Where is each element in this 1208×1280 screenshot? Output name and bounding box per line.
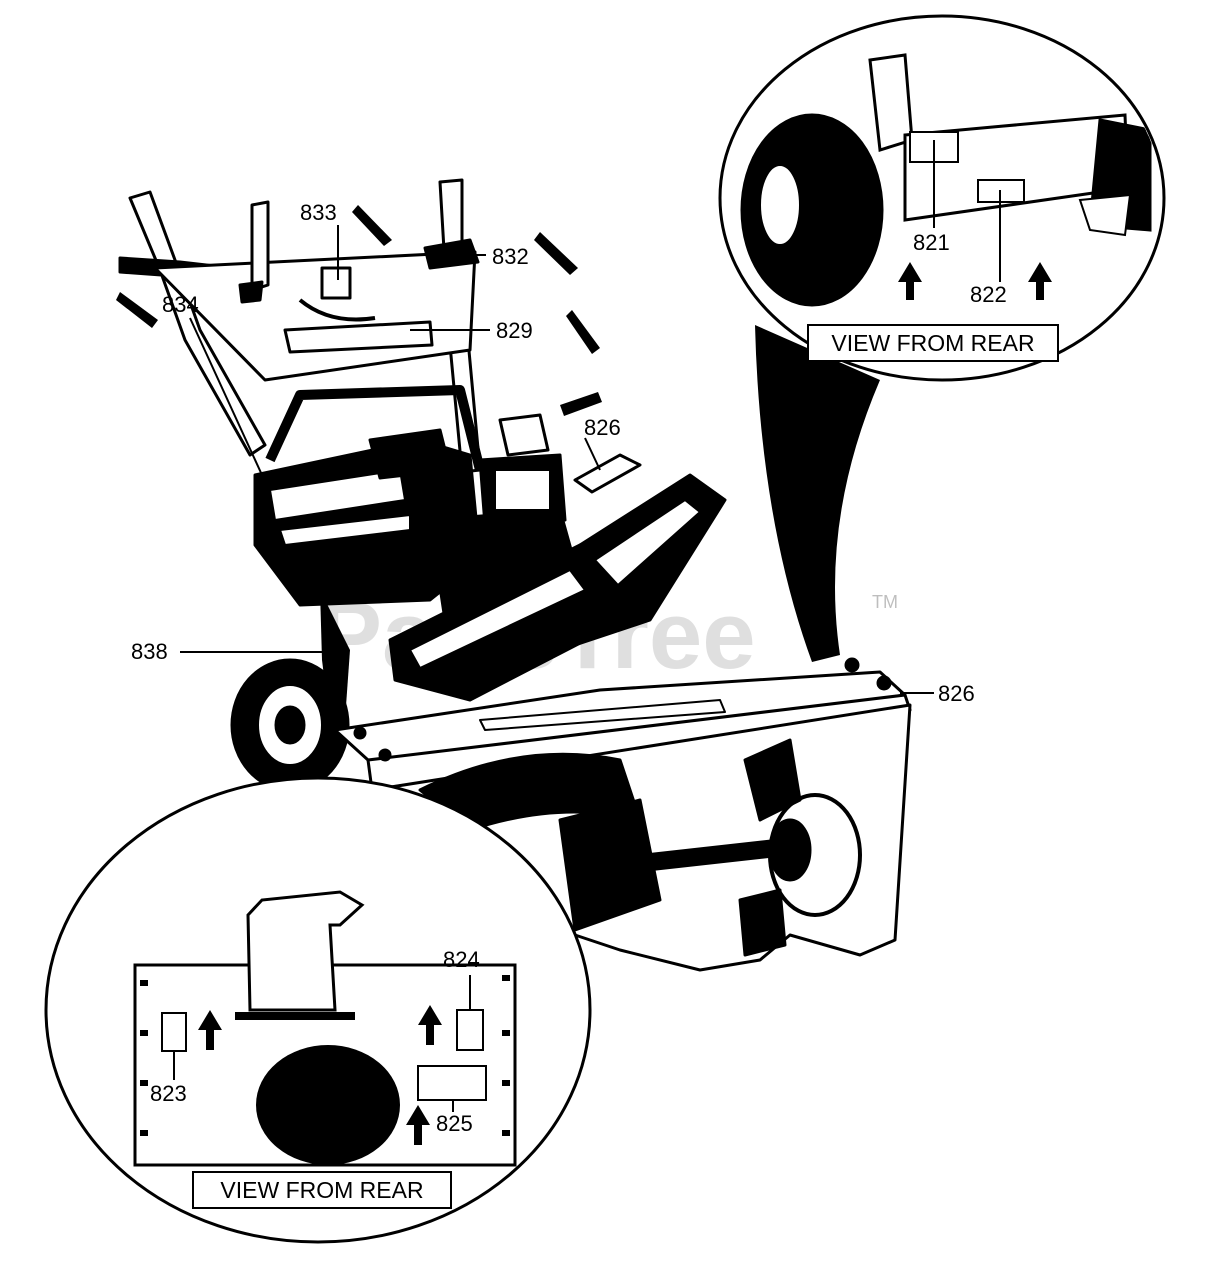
decal-825 — [417, 1065, 487, 1101]
callout-832: 832 — [492, 244, 529, 269]
inset-bottom-arrow-1 — [198, 1010, 222, 1050]
inset-view-from-rear-bottom: VIEW FROM REAR — [44, 776, 592, 1244]
callout-838: 838 — [131, 639, 168, 664]
inset-bottom-chute — [246, 890, 365, 1012]
frame-side — [320, 590, 350, 725]
callout-821: 821 — [913, 230, 950, 255]
control-panel — [153, 200, 480, 382]
callout-826-right: 826 — [938, 681, 975, 706]
inset-bottom-caption-box — [192, 1171, 452, 1209]
inset-bottom-caption: VIEW FROM REAR — [220, 1177, 423, 1203]
inset-bottom-arrow-2 — [418, 1005, 442, 1045]
callout-826-top: 826 — [584, 415, 621, 440]
callout-823: 823 — [150, 1081, 187, 1106]
callout-829: 829 — [496, 318, 533, 343]
callout-834: 834 — [162, 292, 199, 317]
decal-arrows — [116, 205, 602, 416]
inset-top-arrow-1 — [898, 262, 922, 300]
callout-labels: 833 832 834 829 826 838 826 821 822 824 … — [131, 200, 1007, 1136]
callout-825: 825 — [436, 1111, 473, 1136]
leader-lines — [180, 225, 934, 694]
auger-housing — [333, 657, 912, 972]
inset-top-pointer — [755, 325, 880, 662]
inset-top-arrow-2 — [1028, 262, 1052, 300]
decal-823 — [161, 1012, 187, 1052]
inset-top-caption-box — [807, 324, 1059, 362]
snow-thrower-illustration — [116, 178, 912, 972]
inset-top-caption: VIEW FROM REAR — [831, 330, 1034, 356]
inset-bottom-arrow-3 — [406, 1105, 430, 1145]
discharge-chute — [388, 473, 727, 702]
decal-824 — [456, 1009, 484, 1051]
watermark-trademark: TM — [872, 592, 898, 612]
handle-frame — [265, 385, 485, 472]
callout-822: 822 — [970, 282, 1007, 307]
inset-view-from-rear-top: VIEW FROM REAR — [718, 14, 1166, 662]
callout-833: 833 — [300, 200, 337, 225]
callout-824: 824 — [443, 947, 480, 972]
inset-bottom-impeller — [256, 1045, 400, 1165]
